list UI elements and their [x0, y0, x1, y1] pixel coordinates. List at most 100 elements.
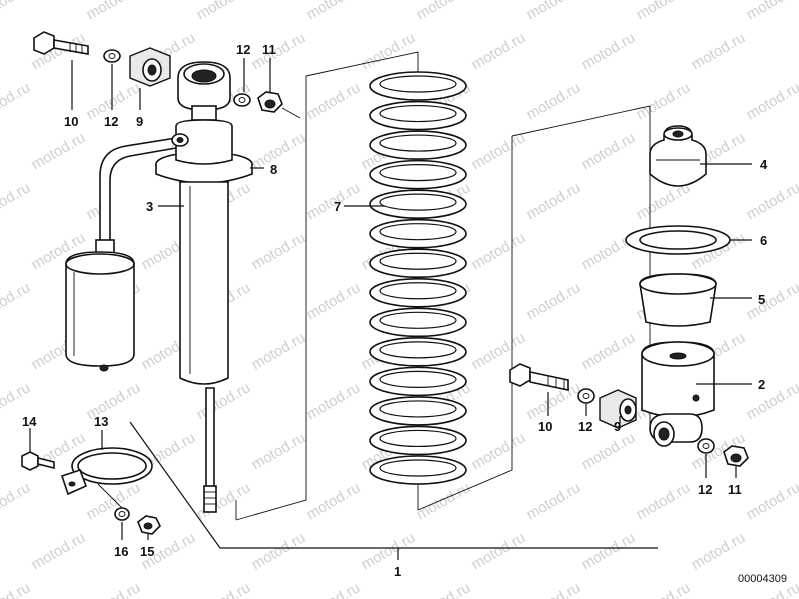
label-12-lower: 12	[578, 419, 592, 434]
watermark-text: motod.ru	[634, 0, 694, 23]
watermark-text: motod.ru	[524, 479, 584, 523]
label-14: 14	[22, 414, 37, 429]
watermark-text: motod.ru	[84, 0, 144, 23]
spring-coil-inner	[379, 252, 457, 270]
label-3: 3	[146, 199, 153, 214]
nut-11-bottom-right	[723, 445, 749, 478]
label-6: 6	[760, 233, 767, 248]
watermark-text: motod.ru	[469, 29, 529, 73]
watermark-text: motod.ru	[84, 579, 144, 599]
watermark-text: motod.ru	[579, 29, 639, 73]
watermark-text: motod.ru	[249, 429, 309, 473]
spring-coil-inner	[379, 193, 457, 211]
watermark-text: motod.ru	[634, 579, 694, 599]
label-15: 15	[140, 544, 154, 559]
watermark-text: motod.ru	[359, 529, 419, 573]
spring-coil	[369, 71, 467, 101]
watermark-text: motod.ru	[359, 29, 419, 73]
shock-top-eye	[177, 61, 231, 121]
watermark-text: motod.ru	[414, 0, 474, 23]
watermark-text: motod.ru	[579, 429, 639, 473]
label-9-top: 9	[136, 114, 143, 129]
watermark-text: motod.ru	[524, 79, 584, 123]
watermark-text: motod.ru	[579, 129, 639, 173]
watermark-text: motod.ru	[469, 229, 529, 273]
watermark-text: motod.ru	[0, 79, 33, 123]
leader-lines	[158, 167, 384, 207]
reservoir-canister	[65, 251, 135, 372]
watermark-text: motod.ru	[0, 579, 33, 599]
watermark-text: motod.ru	[29, 129, 89, 173]
spring-coil	[369, 100, 467, 131]
label-11-lower: 11	[728, 482, 742, 497]
label-5: 5	[758, 292, 765, 307]
watermark-text: motod.ru	[469, 529, 529, 573]
spring-coil	[369, 307, 467, 338]
watermark-text: motod.ru	[744, 0, 799, 23]
bolt-10-lower	[509, 363, 569, 416]
label-16: 16	[114, 544, 128, 559]
watermark-text: motod.ru	[304, 0, 364, 23]
washer-16	[114, 507, 130, 540]
watermark-text: motod.ru	[634, 479, 694, 523]
nut-15	[97, 483, 161, 540]
spring-coil-inner	[379, 400, 457, 418]
spring-coil-inner	[379, 459, 457, 477]
spring-coil-inner	[379, 223, 457, 241]
watermark-text: motod.ru	[304, 279, 364, 323]
watermark-text: motod.ru	[579, 329, 639, 373]
label-10-top: 10	[64, 114, 78, 129]
spring-coil-inner	[379, 311, 457, 329]
spring-seat-8	[155, 119, 253, 184]
reservoir-hose	[95, 137, 177, 259]
bolt-14	[21, 428, 55, 471]
watermark-text: motod.ru	[414, 579, 474, 599]
watermark-text: motod.ru	[249, 329, 309, 373]
label-12-top-right: 12	[236, 42, 250, 57]
label-7: 7	[334, 199, 341, 214]
lower-mount-2	[641, 341, 752, 447]
watermark-text: motod.ru	[744, 379, 799, 423]
watermark-text: motod.ru	[689, 29, 749, 73]
watermark-text: motod.ru	[304, 479, 364, 523]
shock-body-3	[179, 181, 229, 513]
spring-coil	[369, 366, 467, 397]
spring-coil	[369, 189, 467, 219]
watermark-text: motod.ru	[304, 579, 364, 599]
watermark-text: motod.ru	[304, 379, 364, 423]
watermark-text: motod.ru	[249, 29, 309, 73]
washer-12-bottom-right	[697, 438, 715, 478]
spring-coil-inner	[379, 429, 457, 448]
watermark-text: motod.ru	[524, 279, 584, 323]
label-12-bottom-right: 12	[698, 482, 712, 497]
reference-number: 00004309	[738, 573, 787, 585]
label-9-lower: 9	[614, 419, 621, 434]
spring-coil	[369, 159, 467, 190]
watermark-text: motod.ru	[689, 529, 749, 573]
watermark-text: motod.ru	[744, 279, 799, 323]
label-11-top: 11	[262, 42, 276, 57]
spring-coil	[369, 425, 467, 456]
spring-coil-inner	[379, 282, 457, 300]
watermark-text: motod.ru	[249, 229, 309, 273]
coil-spring-7	[369, 71, 467, 485]
watermark-text: motod.ru	[0, 279, 33, 323]
part-labels: 1 2 3 4 5 6 7 8 9 9 10 10 11 11 12 12 12…	[22, 42, 787, 585]
spring-coil	[369, 337, 467, 367]
label-8: 8	[270, 162, 277, 177]
watermark-text: motod.ru	[29, 529, 89, 573]
watermark-text: motod.ru	[469, 129, 529, 173]
watermark-text: motod.ru	[744, 79, 799, 123]
washer-12-lower	[577, 388, 595, 416]
washer-12-top	[103, 49, 121, 110]
assembly-leader-1	[129, 421, 658, 560]
shim-ring-6	[625, 225, 752, 255]
watermark-text: motod.ru	[304, 79, 364, 123]
label-10-lower: 10	[538, 419, 552, 434]
spring-coil	[369, 130, 467, 160]
spring-coil	[369, 218, 467, 249]
spring-coil-inner	[379, 104, 457, 123]
watermark-text: motod.ru	[579, 529, 639, 573]
watermark-text: motod.ru	[249, 129, 309, 173]
watermark-text: motod.ru	[194, 0, 254, 23]
